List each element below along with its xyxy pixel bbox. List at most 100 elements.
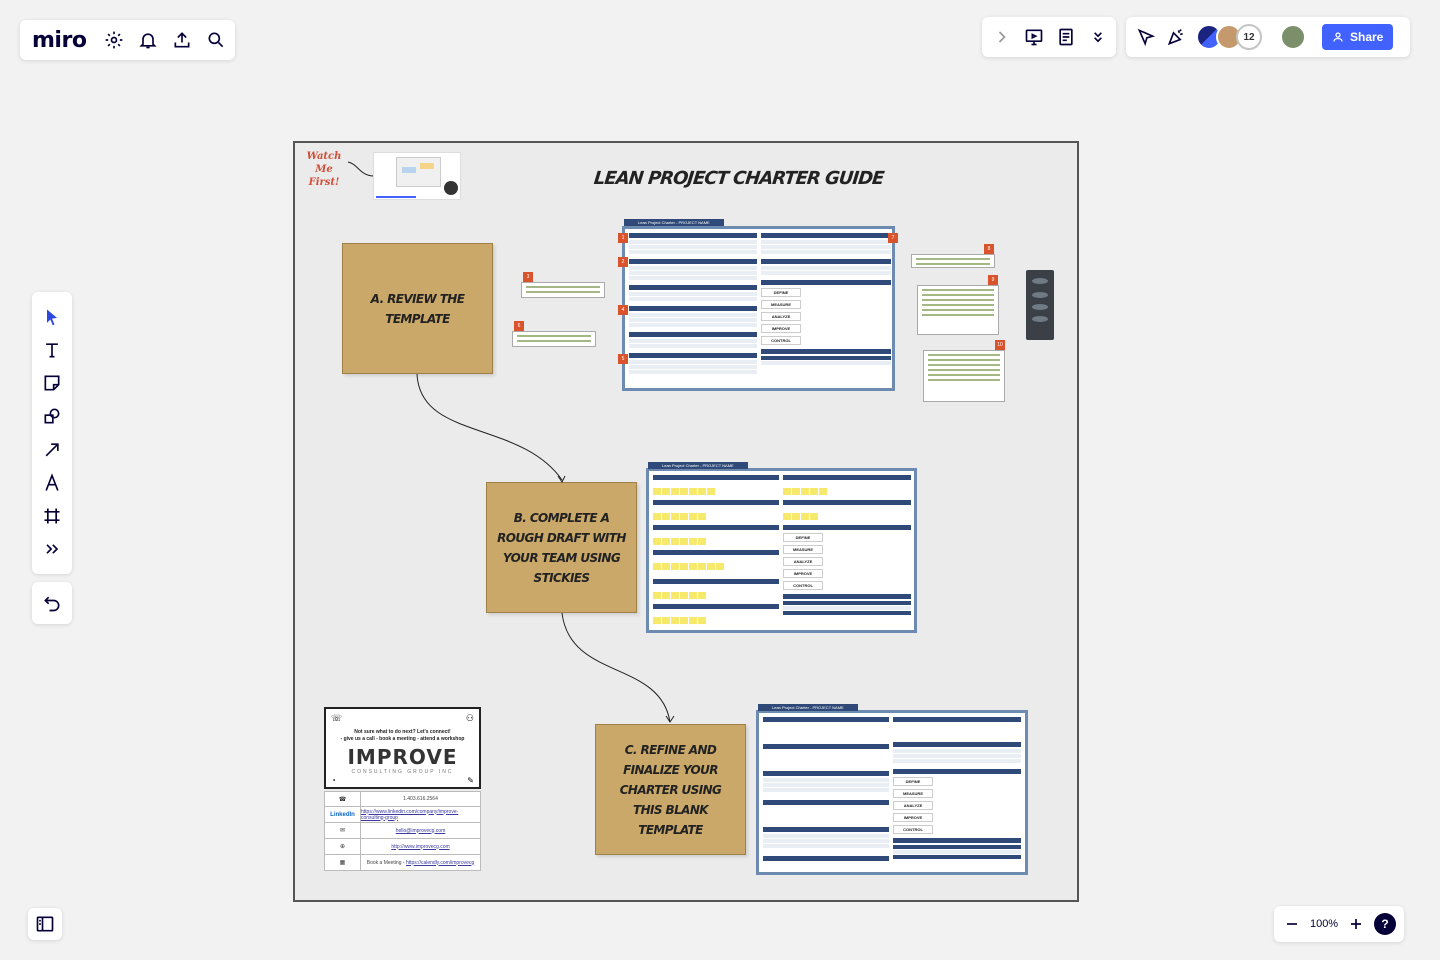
contact-row-phone: ☎ 1.403.616.2564 <box>324 791 481 807</box>
phase-define: DEFINE <box>761 288 801 297</box>
present-icon[interactable] <box>1024 27 1044 47</box>
current-user-avatar[interactable] <box>1280 24 1306 50</box>
annotation-badge: 10 <box>995 340 1005 350</box>
pen-icon[interactable] <box>42 473 62 493</box>
globe-icon: ⊕ <box>325 839 361 854</box>
sticky-note-icon[interactable] <box>42 373 62 393</box>
chevrons-down-icon[interactable] <box>1088 27 1108 47</box>
phone-icon: ☏ <box>331 713 343 723</box>
search-icon[interactable] <box>206 30 226 50</box>
settings-icon[interactable] <box>104 30 124 50</box>
contact-card-banner: ☏ ⚇ Not sure what to do next? Let's conn… <box>324 707 481 789</box>
select-cursor-icon[interactable] <box>42 307 62 327</box>
people-icon: ⚇ <box>465 713 474 723</box>
annotation-note[interactable] <box>512 331 596 347</box>
zoom-level[interactable]: 100% <box>1309 918 1339 930</box>
contact-card[interactable]: ☏ ⚇ Not sure what to do next? Let's conn… <box>324 707 481 872</box>
annotation-badge: 1 <box>618 233 628 243</box>
sidebar-panel-icon[interactable] <box>35 914 55 934</box>
board-title: LEAN PROJECT CHARTER GUIDE <box>592 168 885 189</box>
annotation-note[interactable] <box>923 350 1005 402</box>
charter-title-label: Lean Project Charter - PROJECT NAME <box>758 704 858 711</box>
phase-improve: IMPROVE <box>893 813 933 822</box>
phase-analyze: ANALYZE <box>761 312 801 321</box>
more-tools-icon[interactable] <box>42 539 62 559</box>
zoom-in-icon[interactable] <box>1346 914 1366 934</box>
annotation-note[interactable] <box>521 282 605 298</box>
watch-arrow <box>347 161 375 177</box>
linkedin-link[interactable]: https://www.linkedin.com/company/improve… <box>361 808 459 821</box>
share-label: Share <box>1350 30 1384 44</box>
video-play-icon[interactable] <box>444 181 458 195</box>
annotation-badge: 6 <box>514 321 524 331</box>
notes-icon[interactable] <box>1056 27 1076 47</box>
step-a-sticky[interactable]: A. REVIEW THE TEMPLATE <box>342 243 493 374</box>
frame-icon[interactable] <box>42 506 62 526</box>
annotation-note[interactable] <box>917 285 999 335</box>
linkedin-icon: LinkedIn <box>325 807 361 822</box>
step-c-sticky[interactable]: C. REFINE AND FINALIZE YOUR CHARTER USIN… <box>595 724 746 855</box>
calendar-icon: ▦ <box>325 855 361 870</box>
phone-image[interactable] <box>1026 270 1054 340</box>
phase-control: CONTROL <box>761 336 801 345</box>
bell-icon[interactable] <box>138 30 158 50</box>
charter-example[interactable]: DEFINE MEASURE ANALYZE IMPROVE CONTROL <box>622 226 895 391</box>
celebrate-icon[interactable] <box>1166 27 1186 47</box>
annotation-badge: 8 <box>984 244 994 254</box>
arrow-line-icon[interactable] <box>42 440 62 460</box>
phase-analyze: ANALYZE <box>893 801 933 810</box>
contact-row-booking: ▦ Book a Meeting - https://calendly.com/… <box>324 855 481 871</box>
phase-define: DEFINE <box>893 777 933 786</box>
miro-logo[interactable]: miro <box>32 27 87 53</box>
charter-blank[interactable]: DEFINE MEASURE ANALYZE IMPROVE CONTROL <box>756 710 1028 875</box>
undo-icon[interactable] <box>42 593 62 613</box>
phase-control: CONTROL <box>893 825 933 834</box>
workshop-icon: ✎ <box>467 776 474 785</box>
upload-icon[interactable] <box>172 30 192 50</box>
booking-cell: Book a Meeting - https://calendly.com/im… <box>361 855 480 870</box>
phase-improve: IMPROVE <box>783 569 823 578</box>
creation-toolbar <box>32 292 72 574</box>
charter-title-label: Lean Project Charter - PROJECT NAME <box>648 462 748 469</box>
booking-link[interactable]: https://calendly.com/improvecg <box>405 859 475 866</box>
meeting-icon: ◔ <box>331 776 336 785</box>
annotation-note[interactable] <box>911 254 995 268</box>
avatar-count-badge[interactable]: 12 <box>1236 24 1262 50</box>
brand-subtitle: CONSULTING GROUP INC <box>351 769 454 775</box>
panel-toggle[interactable] <box>28 908 62 940</box>
annotation-badge: 2 <box>618 257 628 267</box>
video-thumbnail[interactable] <box>373 152 461 200</box>
cursor-follow-icon[interactable] <box>1136 27 1156 47</box>
share-button[interactable]: Share <box>1322 24 1394 50</box>
phone-number[interactable]: 1.403.616.2564 <box>403 796 438 802</box>
sharing-toolbar: 12 Share <box>1126 17 1410 57</box>
annotation-badge: 3 <box>523 272 533 282</box>
help-button[interactable]: ? <box>1374 913 1396 935</box>
main-menu-toolbar: miro <box>20 20 235 60</box>
zoom-controls: 100% ? <box>1274 906 1404 942</box>
watch-me-first-note: Watch Me First! <box>306 151 342 188</box>
annotation-badge: 7 <box>888 233 898 243</box>
annotation-badge: 5 <box>618 354 628 364</box>
undo-toolbar <box>32 582 72 624</box>
chevron-right-icon[interactable] <box>992 27 1012 47</box>
shapes-icon[interactable] <box>42 406 62 426</box>
charter-draft[interactable]: DEFINE MEASURE ANALYZE IMPROVE CONTROL <box>646 468 917 633</box>
phase-control: CONTROL <box>783 581 823 590</box>
email-link[interactable]: hello@improvecg.com <box>395 827 446 834</box>
contact-table: ☎ 1.403.616.2564 LinkedIn https://www.li… <box>324 791 481 871</box>
email-icon: ✉ <box>325 823 361 838</box>
phase-improve: IMPROVE <box>761 324 801 333</box>
contact-row-linkedin: LinkedIn https://www.linkedin.com/compan… <box>324 807 481 823</box>
phase-measure: MEASURE <box>893 789 933 798</box>
collaboration-toolbar <box>982 17 1116 57</box>
contact-row-website: ⊕ http://www.improvecg.com <box>324 839 481 855</box>
website-link[interactable]: http://www.improvecg.com <box>391 843 450 850</box>
annotation-badge: 4 <box>618 305 628 315</box>
charter-title-label: Lean Project Charter - PROJECT NAME <box>624 219 724 226</box>
zoom-out-icon[interactable] <box>1282 914 1302 934</box>
step-b-sticky[interactable]: B. COMPLETE A ROUGH DRAFT WITH YOUR TEAM… <box>486 482 637 613</box>
annotation-badge: 9 <box>988 275 998 285</box>
contact-row-email: ✉ hello@improvecg.com <box>324 823 481 839</box>
text-tool-icon[interactable] <box>42 340 62 360</box>
